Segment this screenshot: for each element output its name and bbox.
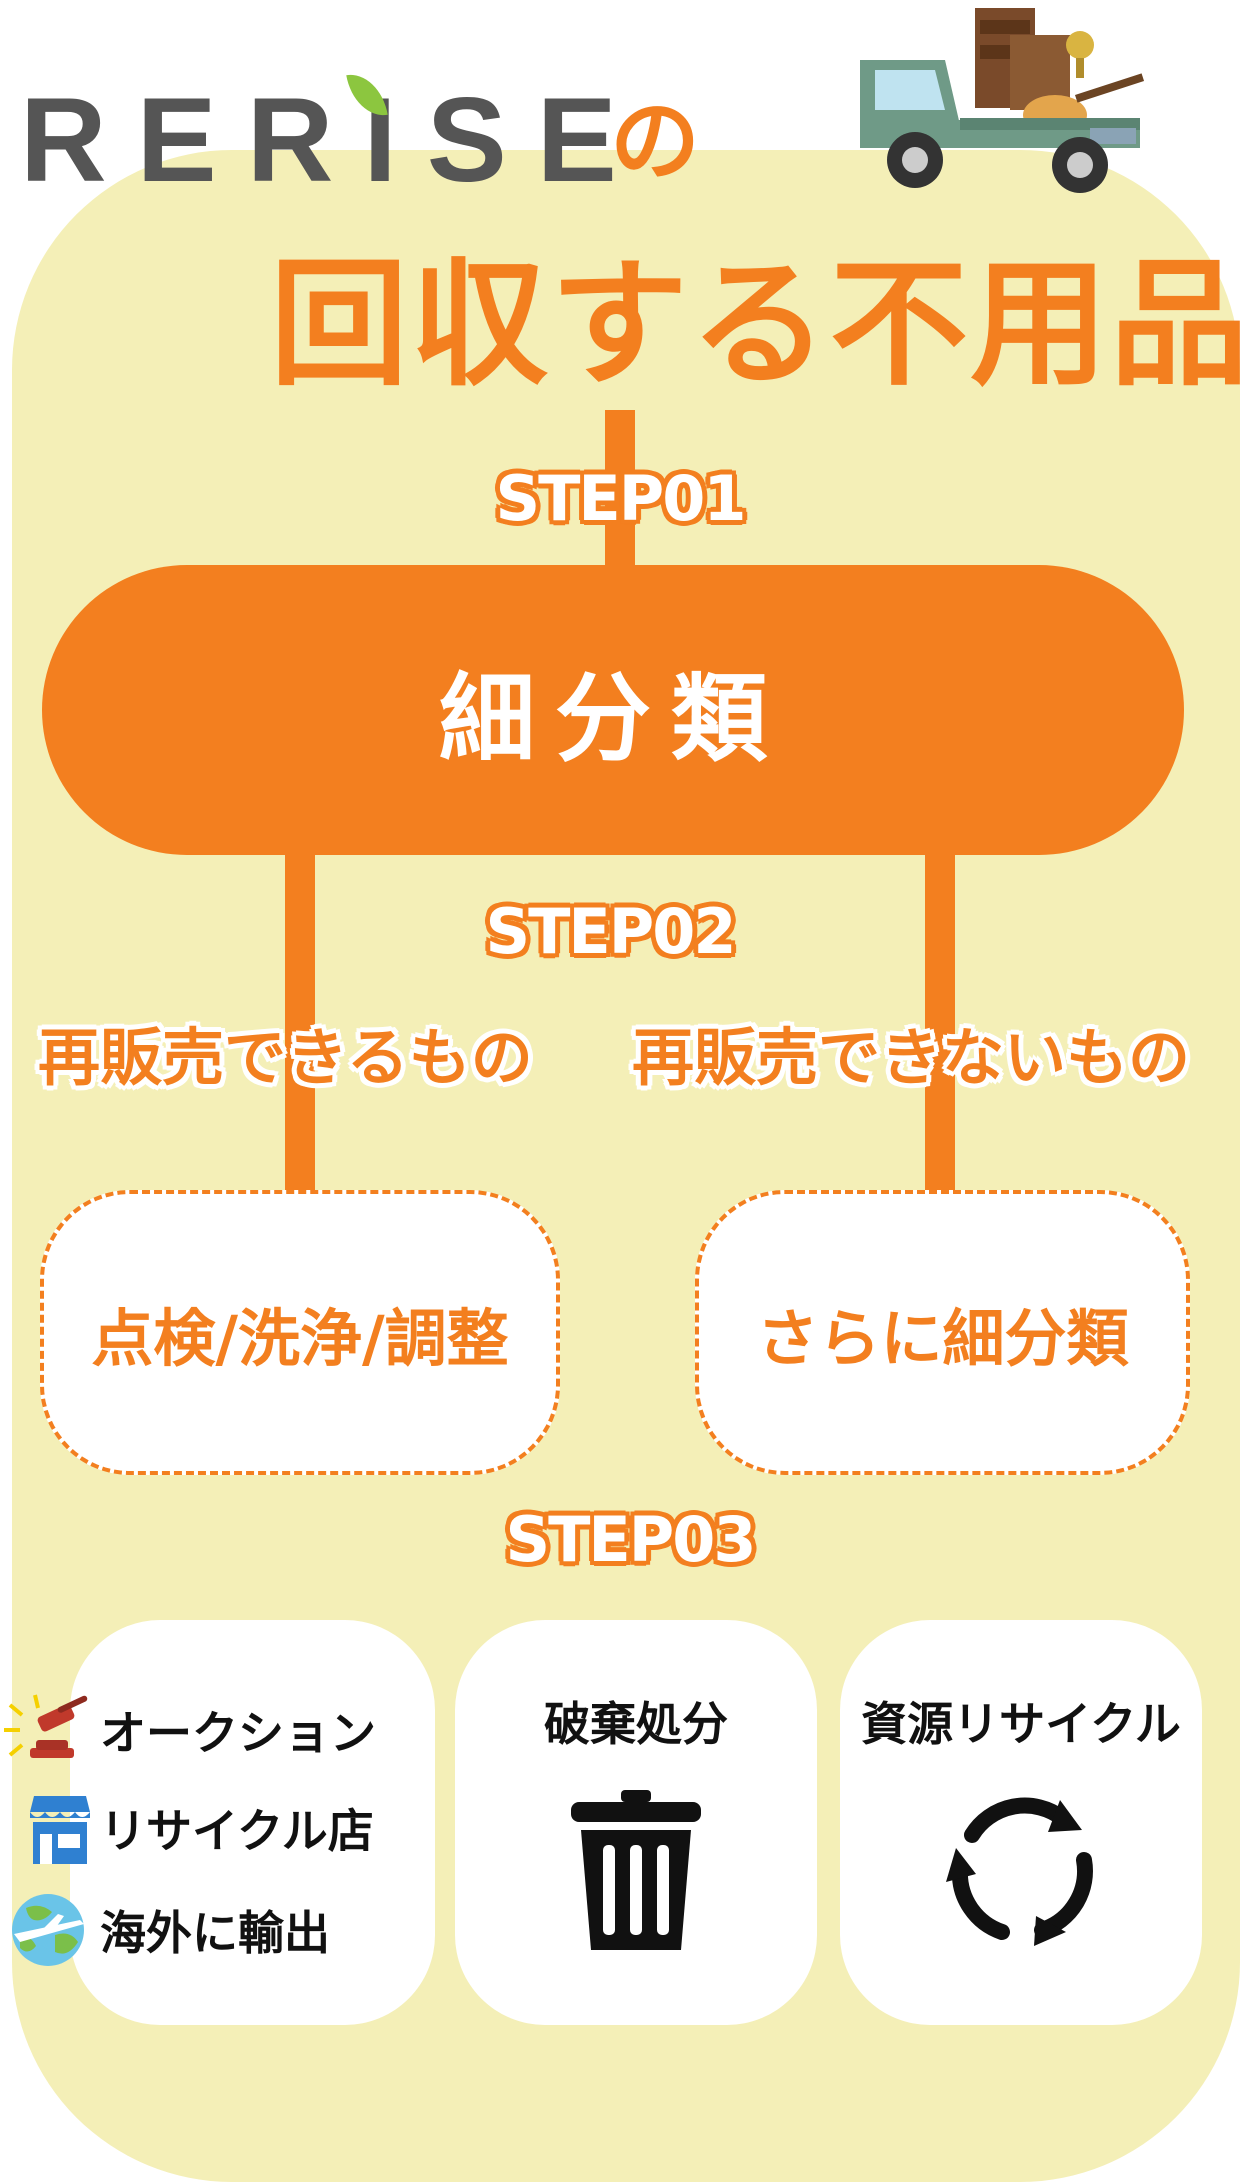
connector-left — [285, 840, 315, 1195]
brand-name: RERISE — [20, 73, 647, 207]
shop-icon — [30, 1796, 90, 1864]
recycle-shop-label: リサイクル店 — [100, 1804, 374, 1858]
truck-icon — [860, 8, 1145, 193]
recycle-label: 資源リサイクル — [861, 1697, 1181, 1751]
auction-label: オークション — [100, 1706, 376, 1760]
recycle-card: 資源リサイクル — [840, 1620, 1202, 2025]
brand-suffix: の — [610, 89, 700, 194]
step3-label: STEP03 — [505, 1503, 756, 1576]
list-item-export: 海外に輸出 — [0, 1890, 330, 1970]
disposal-card: 破棄処分 — [455, 1620, 817, 2025]
branch-right-label: 再販売できないもの — [632, 1021, 1191, 1094]
recycle-icon — [946, 1797, 1093, 1946]
globe-airplane-icon — [12, 1894, 84, 1966]
classification-pill: 細分類 — [42, 565, 1184, 855]
trash-icon — [571, 1790, 701, 1950]
list-item-recycle-shop: リサイクル店 — [0, 1788, 374, 1868]
branch-left-label: 再販売できるもの — [38, 1021, 533, 1094]
step2-label: STEP02 — [485, 895, 736, 968]
list-item-auction: オークション — [0, 1690, 376, 1770]
process-box-left: 点検/洗浄/調整 — [40, 1190, 560, 1475]
classification-label: 細分類 — [439, 662, 787, 775]
connector-top — [605, 410, 635, 580]
brand-logo: RERISE — [20, 80, 647, 200]
process-right-label: さらに細分類 — [756, 1301, 1129, 1375]
process-box-right: さらに細分類 — [695, 1190, 1190, 1475]
step1-label: STEP01 — [495, 462, 746, 535]
process-left-label: 点検/洗浄/調整 — [91, 1301, 509, 1375]
page-title: 回収する不用品 — [270, 244, 1240, 405]
connector-right — [925, 840, 955, 1195]
auction-gavel-icon — [4, 1694, 88, 1758]
export-label: 海外に輸出 — [100, 1906, 330, 1960]
disposal-label: 破棄処分 — [544, 1697, 728, 1751]
resale-channels-card — [70, 1620, 435, 2025]
